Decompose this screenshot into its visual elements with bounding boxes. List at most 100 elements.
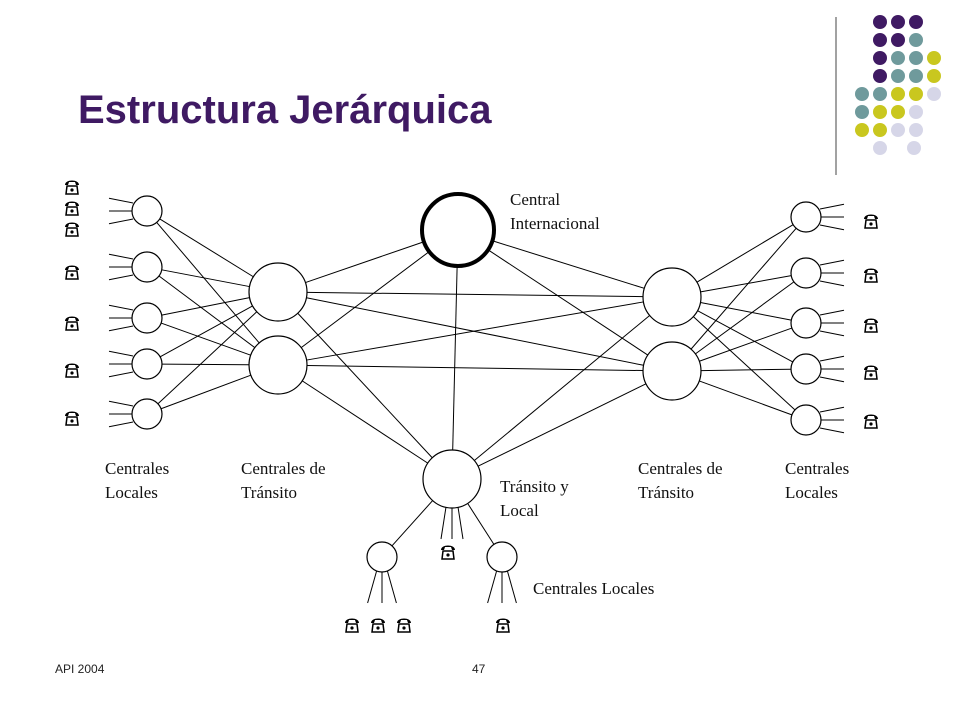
subscriber-line (386, 570, 397, 604)
connection-line (305, 241, 425, 284)
decorative-dot (927, 69, 941, 83)
connection-line (700, 275, 792, 293)
subscriber-line (108, 325, 134, 332)
decorative-dot (909, 105, 923, 119)
connection-line (690, 227, 797, 350)
subscriber-line (108, 253, 134, 260)
decorative-dot (891, 105, 905, 119)
subscriber-line (819, 259, 845, 266)
decorative-dot (891, 51, 905, 65)
connection-line (700, 302, 792, 321)
connection-line (158, 275, 256, 349)
decorative-dot (909, 123, 923, 137)
connection-line (297, 312, 433, 459)
local-exchange-node (366, 541, 398, 573)
subscriber-line (819, 330, 845, 337)
telephone-icon (370, 617, 386, 633)
decorative-dot (855, 105, 869, 119)
connection-line (306, 364, 644, 372)
decorative-dot (891, 33, 905, 47)
subscriber-line (819, 355, 845, 362)
local-exchange-node (790, 307, 822, 339)
subscriber-line (819, 427, 845, 434)
telephone-icon (64, 264, 80, 280)
switching-nodes (131, 192, 822, 573)
decorative-dot (891, 87, 905, 101)
decorative-dot (873, 33, 887, 47)
subscriber-line (457, 506, 464, 540)
connection-line (693, 316, 796, 411)
connection-line (699, 380, 793, 416)
telephone-icon (344, 617, 360, 633)
subscriber-line (819, 406, 845, 413)
subscriber-line (367, 570, 378, 604)
subscriber-line (108, 371, 134, 378)
connection-line (700, 368, 792, 372)
subscriber-line (108, 400, 134, 407)
connection-line (159, 305, 253, 358)
connection-lines (108, 197, 845, 604)
decorative-dot (927, 51, 941, 65)
decorative-dot (873, 51, 887, 65)
decorative-dot (873, 123, 887, 137)
connection-line (492, 240, 645, 289)
decorative-dot (891, 15, 905, 29)
telephone-icon (64, 221, 80, 237)
subscriber-line (819, 224, 845, 231)
telephone-icon (64, 315, 80, 331)
connection-line (477, 383, 647, 467)
slide-title: Estructura Jerárquica (78, 88, 492, 132)
connection-line (161, 363, 250, 366)
central-internacional-node (420, 192, 496, 268)
decorative-dot (927, 87, 941, 101)
local-exchange-node (790, 201, 822, 233)
decorative-dot (909, 33, 923, 47)
connection-line (161, 297, 250, 316)
telephone-icon (863, 213, 879, 229)
page-number: 47 (472, 662, 486, 676)
local-exchange-node (131, 398, 163, 430)
label-centrales-locales-bottom: Centrales Locales (533, 579, 654, 598)
subscriber-line (108, 350, 134, 357)
transit-local-node (422, 449, 482, 509)
local-exchange-node (131, 348, 163, 380)
connection-line (697, 310, 794, 363)
local-exchange-node (790, 257, 822, 289)
subscriber-line (819, 309, 845, 316)
decorative-dot (909, 69, 923, 83)
decorative-dot (873, 69, 887, 83)
connection-line (695, 281, 795, 355)
local-exchange-node (790, 404, 822, 436)
local-exchange-node (486, 541, 518, 573)
decorative-dot (873, 105, 887, 119)
local-exchange-node (131, 195, 163, 227)
local-exchange-node (131, 302, 163, 334)
decorative-dot (909, 87, 923, 101)
decorative-dot (909, 51, 923, 65)
decorative-dot (891, 69, 905, 83)
connection-line (699, 327, 793, 362)
subscriber-line (487, 570, 498, 604)
connection-line (301, 380, 429, 464)
telephone-icon (863, 267, 879, 283)
telephone-icon (863, 364, 879, 380)
transit-exchange-node (642, 267, 702, 327)
subscriber-line (819, 376, 845, 383)
footer-text: API 2004 (55, 662, 105, 676)
telephone-icon (64, 200, 80, 216)
decorative-dot (873, 87, 887, 101)
telephone-icon (863, 413, 879, 429)
connection-line (159, 218, 254, 278)
connection-line (696, 224, 794, 283)
connection-line (300, 251, 430, 349)
decorative-dot-grid (855, 15, 941, 155)
connection-line (467, 503, 495, 545)
telephone-icon (396, 617, 412, 633)
